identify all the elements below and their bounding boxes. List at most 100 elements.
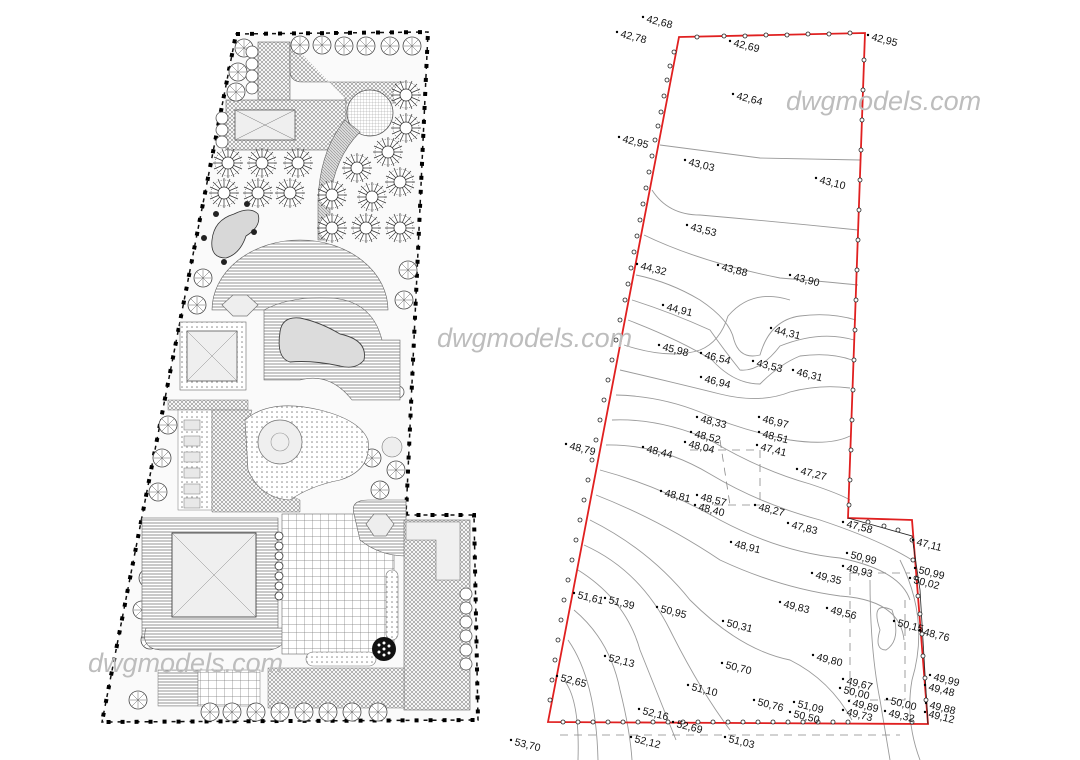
elevation-point bbox=[841, 677, 845, 681]
elevation-point bbox=[693, 503, 697, 507]
elevation-label: 51,39 bbox=[607, 594, 636, 612]
elevation-label: 50,31 bbox=[725, 617, 754, 635]
elevation-label: 51,03 bbox=[727, 733, 756, 751]
elevation-label: 43,10 bbox=[818, 174, 847, 192]
elevation-point bbox=[757, 415, 761, 419]
elevation-point bbox=[788, 710, 792, 714]
elevation-point bbox=[778, 600, 782, 604]
elevation-point bbox=[655, 605, 659, 609]
elevation-point bbox=[913, 566, 917, 570]
elevation-label: 43,53 bbox=[755, 357, 784, 375]
elevation-point bbox=[723, 735, 727, 739]
curved-path bbox=[317, 119, 361, 241]
elevation-point bbox=[753, 503, 757, 507]
elevation-point bbox=[635, 262, 639, 266]
elevation-label: 52,13 bbox=[607, 652, 636, 670]
elevation-point bbox=[671, 720, 675, 724]
elevation-point bbox=[572, 591, 576, 595]
elevation-point bbox=[699, 375, 703, 379]
elevation-point bbox=[924, 701, 928, 705]
elevation-label: 42,95 bbox=[621, 133, 650, 151]
elevation-point bbox=[885, 697, 889, 701]
elevation-point bbox=[923, 683, 927, 687]
contour-lines bbox=[563, 144, 921, 760]
elevation-point bbox=[923, 710, 927, 714]
elevation-point bbox=[637, 707, 641, 711]
elevation-label: 43,88 bbox=[720, 261, 749, 279]
elevation-point bbox=[728, 39, 732, 43]
elevation-point bbox=[814, 176, 818, 180]
elevation-point bbox=[683, 440, 687, 444]
elevation-point bbox=[695, 493, 699, 497]
elevation-point bbox=[721, 619, 725, 623]
elevation-point bbox=[683, 158, 687, 162]
elevation-point bbox=[810, 571, 814, 575]
elevation-label: 49,80 bbox=[815, 651, 844, 669]
elevation-label: 44,32 bbox=[639, 260, 668, 278]
elevation-label: 46,31 bbox=[795, 366, 824, 384]
elevation-label: 49,83 bbox=[782, 598, 811, 616]
elevation-point bbox=[769, 326, 773, 330]
elevation-point bbox=[841, 708, 845, 712]
elevation-point bbox=[661, 303, 665, 307]
elevation-label: 51,61 bbox=[576, 589, 605, 607]
elevation-label: 48,81 bbox=[663, 487, 692, 505]
elevation-point bbox=[786, 521, 790, 525]
reference-lines bbox=[560, 439, 910, 736]
elevation-label: 42,64 bbox=[735, 90, 764, 108]
elevation-label: 43,03 bbox=[687, 156, 716, 174]
elevation-point bbox=[911, 538, 915, 542]
elevation-point bbox=[555, 674, 559, 678]
elevation-point bbox=[841, 564, 845, 568]
elevation-point bbox=[908, 576, 912, 580]
elevation-label: 42,95 bbox=[870, 31, 899, 49]
elevation-label: 49,35 bbox=[814, 569, 843, 587]
elevation-point bbox=[838, 686, 842, 690]
elevation-label: 46,54 bbox=[703, 349, 732, 367]
gazebo-hex bbox=[221, 294, 259, 317]
elevation-point bbox=[686, 683, 690, 687]
elevation-point bbox=[603, 596, 607, 600]
elevation-point bbox=[695, 415, 699, 419]
elevation-label: 44,31 bbox=[773, 324, 802, 342]
site-boundary-red bbox=[546, 32, 929, 725]
elevation-label: 50,76 bbox=[756, 696, 785, 714]
watermark-text: dwgmodels.com bbox=[437, 323, 632, 353]
elevation-label: 45,98 bbox=[661, 341, 690, 359]
elevation-point bbox=[751, 359, 755, 363]
elevation-label: 42,78 bbox=[619, 28, 648, 46]
elevation-label: 48,27 bbox=[757, 501, 786, 519]
elevation-point bbox=[657, 343, 661, 347]
elevation-point bbox=[847, 699, 851, 703]
elevation-point bbox=[918, 628, 922, 632]
elevation-label: 52,65 bbox=[559, 672, 588, 690]
elevation-point bbox=[629, 735, 633, 739]
elevation-point bbox=[883, 709, 887, 713]
elevation-point bbox=[752, 698, 756, 702]
elevation-label: 43,53 bbox=[689, 221, 718, 239]
elevation-point bbox=[615, 30, 619, 34]
elevation-label: 50,70 bbox=[724, 659, 753, 677]
elevation-point bbox=[509, 738, 513, 742]
elevation-point bbox=[699, 351, 703, 355]
elevation-label: 48,79 bbox=[568, 440, 597, 458]
elevation-point bbox=[603, 654, 607, 658]
elevation-point bbox=[716, 263, 720, 267]
elevation-point bbox=[641, 445, 645, 449]
elevation-point bbox=[791, 368, 795, 372]
elevation-point bbox=[825, 606, 829, 610]
elevation-label: 53,70 bbox=[513, 736, 542, 754]
elevation-label: 48,44 bbox=[645, 443, 674, 461]
elevation-point bbox=[845, 551, 849, 555]
elevation-point bbox=[659, 489, 663, 493]
elevation-point bbox=[866, 33, 870, 37]
elevation-point bbox=[755, 443, 759, 447]
elevation-label: 48,91 bbox=[733, 538, 762, 556]
elevation-point bbox=[792, 700, 796, 704]
elevation-point bbox=[811, 653, 815, 657]
elevation-label: 52,12 bbox=[633, 733, 662, 751]
elevation-point bbox=[928, 673, 932, 677]
